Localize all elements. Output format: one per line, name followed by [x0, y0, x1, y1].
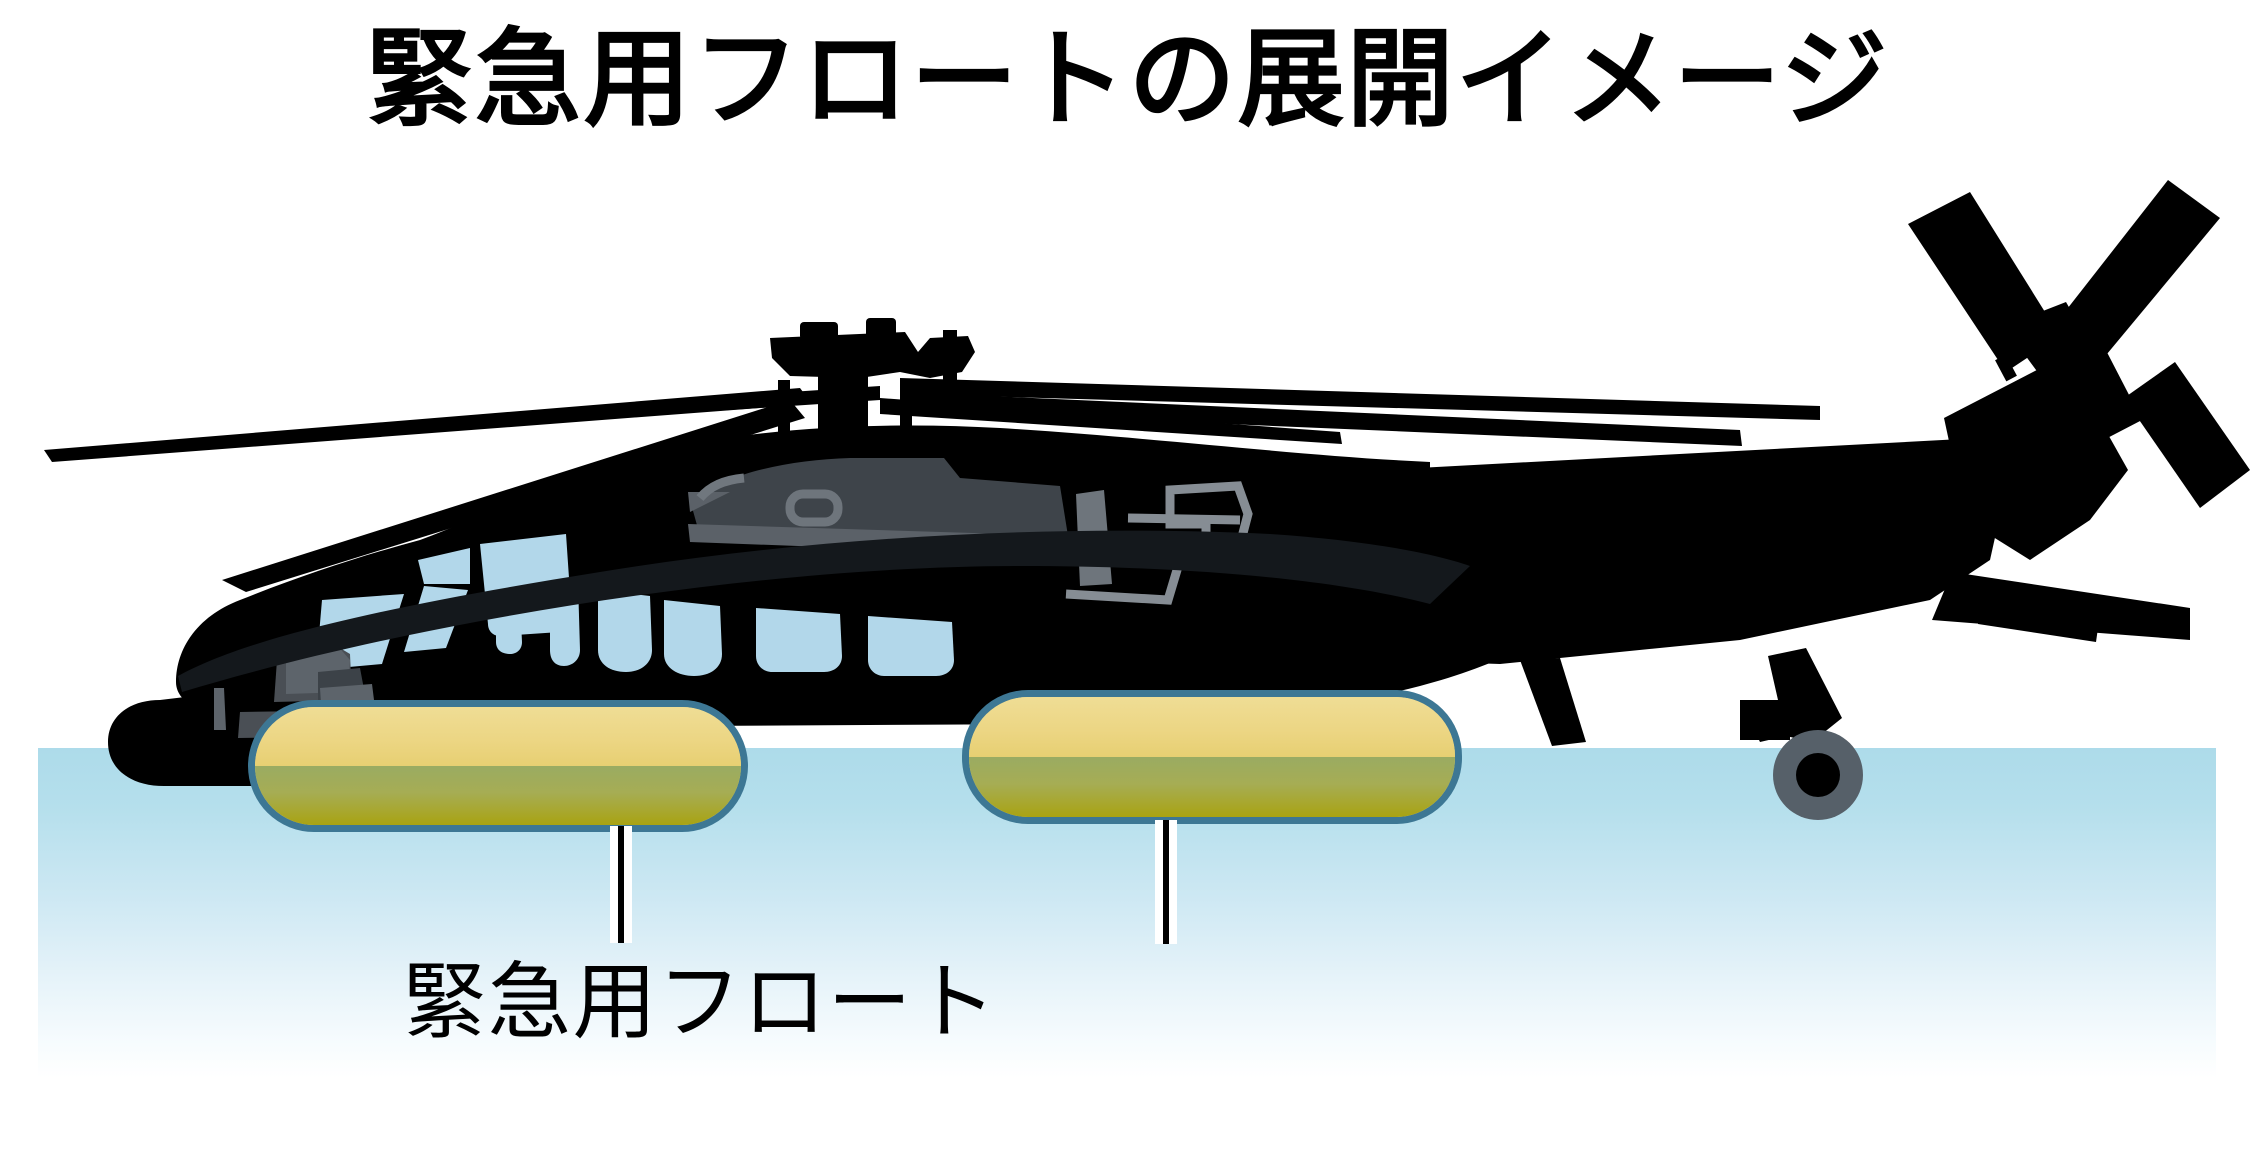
float-lower-half	[255, 766, 741, 825]
fuselage-highlight	[178, 530, 1470, 692]
tail-wheel-icon	[1773, 730, 1863, 820]
float-upper-half	[255, 707, 741, 766]
page-title: 緊急用フロートの展開イメージ	[365, 18, 1890, 142]
main-gear-icon	[1520, 658, 1586, 746]
emergency-float-left[interactable]	[248, 700, 748, 832]
leader-line-right	[1155, 820, 1177, 944]
float-upper-half	[969, 697, 1455, 757]
float-caption: 緊急用フロート	[402, 953, 998, 1051]
tail-section-icon	[1380, 180, 2250, 742]
emergency-float-right[interactable]	[962, 690, 1462, 824]
leader-line-left	[610, 826, 632, 943]
float-lower-half	[969, 757, 1455, 817]
